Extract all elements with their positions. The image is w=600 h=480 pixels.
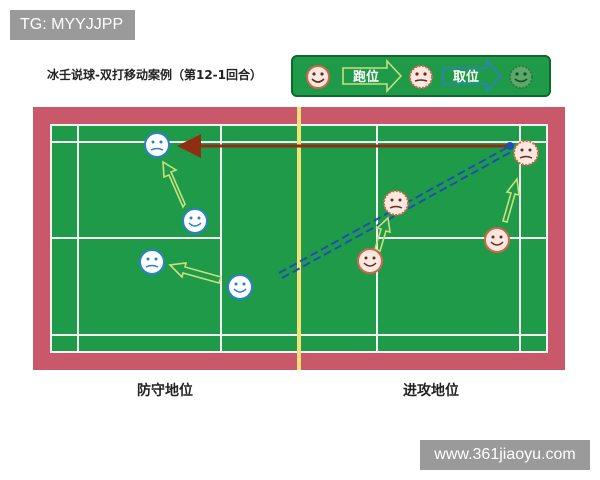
watermark-bottom-right: www.361jiaoyu.com: [420, 440, 590, 470]
defense-side-label: 防守地位: [137, 383, 193, 399]
defense-dizzy-icon: [139, 249, 165, 275]
watermark-top-left: TG: MYYJJPP: [10, 10, 135, 40]
attack-smiley-icon: [357, 248, 383, 274]
defense-smiley-icon: [227, 274, 253, 300]
diagram-title: 冰壬说球-双打移动案例（第12-1回合）: [47, 68, 263, 82]
legend-run-label: 跑位: [353, 69, 379, 85]
legend-run-arrow-icon: [342, 58, 403, 94]
legend-target-icon: [509, 65, 533, 89]
defense-dizzy-icon: [144, 132, 170, 158]
drive-trajectory: [278, 146, 512, 279]
move-arrow-icon: [502, 176, 520, 223]
shuttle-point: [506, 142, 514, 150]
attack-smiley-icon: [484, 227, 510, 253]
legend-smiley-icon: [306, 65, 330, 89]
move-arrow-icon: [374, 216, 391, 253]
attack-dizzy-icon: [513, 140, 539, 166]
move-arrow-icon: [168, 262, 223, 284]
badminton-court: [33, 107, 565, 370]
legend-dizzy-icon: [409, 65, 433, 89]
move-arrow-icon: [162, 160, 186, 209]
attack-dizzy-icon: [383, 190, 409, 216]
legend-take-arrow-icon: [442, 58, 503, 94]
legend-take-label: 取位: [453, 69, 479, 85]
defense-smiley-icon: [182, 208, 208, 234]
attack-side-label: 进攻地位: [403, 383, 459, 399]
legend-panel: 跑位 取位: [291, 55, 551, 97]
